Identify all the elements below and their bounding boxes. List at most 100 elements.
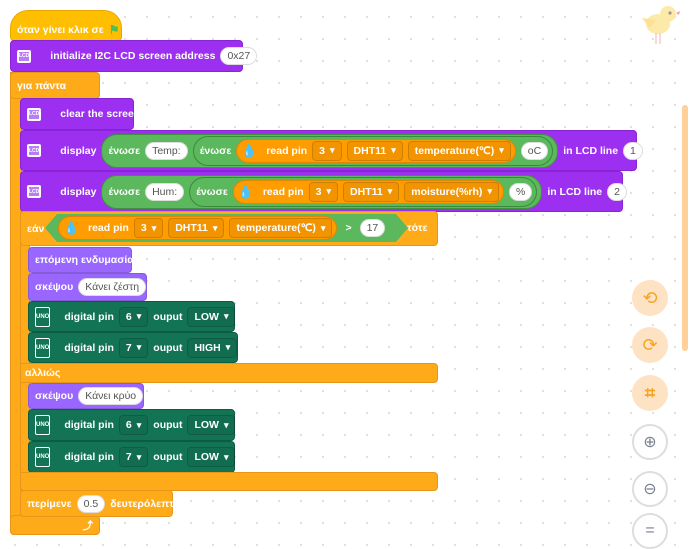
zoom-out-button[interactable]: ⊖ [632, 471, 668, 507]
seconds-label: δευτερόλεπτα [110, 497, 181, 510]
measure-dropdown[interactable]: temperature(℃) [229, 218, 333, 238]
read-pin-label: read pin [262, 185, 304, 198]
dht-read-block[interactable]: 💧 read pin 3 DHT11 moisture(%rh) [232, 179, 504, 204]
level-value: LOW [194, 310, 219, 323]
level-dropdown[interactable]: HIGH [187, 337, 238, 358]
else-label: αλλιώς [25, 367, 61, 379]
sensor-value: DHT11 [175, 222, 208, 234]
if-bottom-bar [20, 472, 438, 491]
display-label: display [60, 185, 97, 198]
comparison-content: 💧read pin3DHT11temperature(℃) >17 [58, 214, 386, 242]
level-dropdown[interactable]: LOW [187, 415, 236, 435]
thermometer-drop-icon: 💧 [241, 142, 258, 158]
measure-value: temperature(℃) [236, 222, 316, 234]
pin-value: 3 [315, 185, 322, 198]
join-block-inner[interactable]: ένωσε 💧 read pin 3 DHT11 moisture(%rh) % [189, 176, 538, 207]
think-text-input[interactable]: Κάνει ζέστη [78, 278, 147, 296]
if-label: εάν [27, 222, 45, 235]
vertical-scrollbar[interactable] [682, 105, 688, 351]
output-label: ouput [153, 451, 183, 463]
clear-label: clear the screen [60, 108, 141, 120]
level-value: HIGH [194, 341, 221, 354]
digital-pin-label: digital pin [64, 341, 114, 354]
think-text-input[interactable]: Κάνει κρύο [78, 387, 144, 405]
sensor-dropdown[interactable]: DHT11 [346, 140, 403, 161]
undo-icon: ⟲ [642, 287, 658, 308]
next-costume-block[interactable]: επόμενη ενδυμασία [28, 247, 134, 273]
unit-input[interactable]: oC [520, 141, 549, 160]
redo-icon: ⟳ [642, 334, 658, 355]
join-block-inner[interactable]: ένωσε 💧read pin3DHT11temperature(℃) oC [192, 135, 554, 166]
compare-value-input[interactable]: 17 [359, 219, 386, 237]
dht-read-block[interactable]: 💧read pin3DHT11temperature(℃) [236, 138, 516, 163]
level-dropdown[interactable]: LOW [187, 447, 236, 467]
sensor-dropdown[interactable]: DHT11 [168, 218, 225, 238]
pin-value: 3 [140, 222, 147, 234]
pin-dropdown[interactable]: 6 [118, 415, 149, 435]
pin-dropdown[interactable]: 7 [118, 447, 149, 467]
pin-value: 6 [125, 419, 132, 431]
redo-button[interactable]: ⟳ [632, 327, 668, 363]
output-label: ouput [153, 310, 183, 323]
lcd-icon: LCD [27, 144, 42, 157]
unit-input[interactable]: % [508, 182, 533, 201]
level-value: LOW [194, 419, 219, 431]
measure-value: temperature(℃) [414, 144, 495, 157]
address-input[interactable]: 0x27 [220, 47, 258, 65]
dht-read-block[interactable]: 💧read pin3DHT11temperature(℃) [58, 216, 338, 240]
pin-value: 7 [125, 451, 132, 463]
arduino-uno-icon: UNO [35, 306, 51, 327]
text-input[interactable]: Hum: [145, 182, 185, 201]
forever-bottom: ⤴ [10, 515, 100, 535]
text-input[interactable]: Temp: [145, 141, 188, 160]
digital-pin-block-2[interactable]: UNO digital pin 7 ouput HIGH [28, 332, 238, 363]
reset-zoom-button[interactable]: = [632, 513, 668, 549]
arduino-uno-icon: UNO [35, 337, 51, 358]
digital-pin-label: digital pin [64, 451, 114, 463]
wait-seconds-input[interactable]: 0.5 [76, 494, 106, 513]
pin-dropdown[interactable]: 7 [118, 337, 149, 358]
pin-value: 3 [319, 144, 325, 157]
pin-dropdown[interactable]: 3 [308, 181, 339, 202]
undo-button[interactable]: ⟲ [632, 280, 668, 316]
hat-label: όταν γίνει κλικ σε [17, 23, 104, 36]
line-input[interactable]: 2 [607, 182, 627, 201]
zoom-in-button[interactable]: ⊕ [632, 424, 668, 460]
join-block-outer[interactable]: ένωσε Hum: ένωσε 💧 read pin 3 DHT11 moisture(… [101, 174, 543, 209]
join-label: ένωσε [199, 144, 232, 157]
lcd-icon: LCD [17, 49, 32, 63]
level-value: LOW [194, 451, 219, 463]
sprite-bird-icon [642, 6, 680, 44]
when-flag-clicked-block[interactable]: όταν γίνει κλικ σε⚑ [10, 10, 122, 41]
pin-dropdown[interactable]: 3 [312, 140, 342, 161]
crop-button[interactable]: ⌗ [632, 375, 668, 411]
line-input[interactable]: 1 [623, 141, 643, 160]
pin-dropdown[interactable]: 6 [118, 306, 149, 327]
join-label: ένωσε [108, 185, 141, 198]
forever-block[interactable]: για πάντα [10, 72, 100, 99]
join-label: ένωσε [196, 185, 228, 198]
loop-arrow-icon: ⤴ [82, 519, 94, 532]
sensor-dropdown[interactable]: DHT11 [343, 181, 400, 202]
output-label: ouput [153, 341, 183, 354]
pin-value: 6 [125, 310, 132, 323]
thermometer-drop-icon: 💧 [63, 220, 80, 235]
level-dropdown[interactable]: LOW [187, 306, 236, 327]
pin-dropdown[interactable]: 3 [133, 218, 164, 238]
sensor-value: DHT11 [350, 185, 383, 198]
measure-dropdown[interactable]: moisture(%rh) [404, 181, 499, 202]
measure-dropdown[interactable]: temperature(℃) [407, 140, 511, 161]
next-costume-label: επόμενη ενδυμασία [35, 254, 134, 266]
thermometer-drop-icon: 💧 [237, 183, 254, 199]
